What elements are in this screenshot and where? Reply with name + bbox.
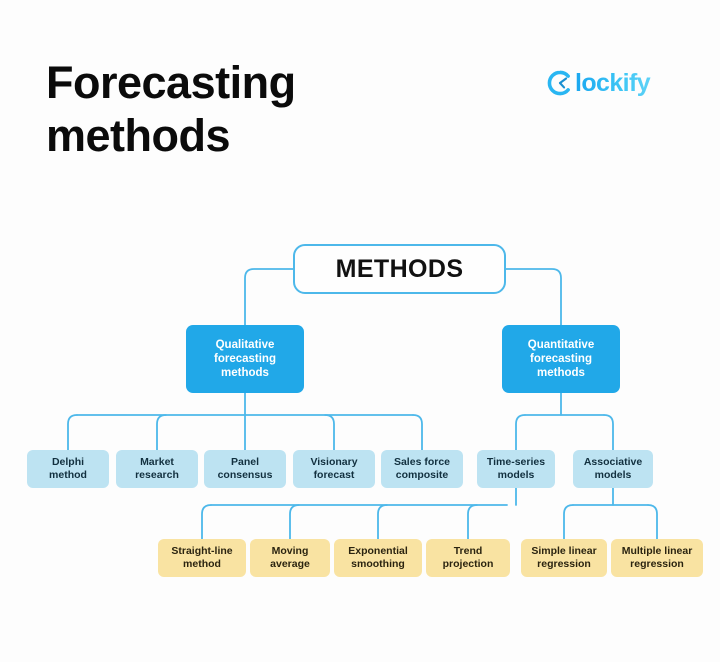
- node-label-exponential: Exponential smoothing: [348, 545, 408, 570]
- node-label-straightline: Straight-line method: [171, 545, 233, 570]
- node-qualitative[interactable]: Qualitative forecasting methods: [186, 325, 304, 393]
- node-label-methods: METHODS: [335, 254, 464, 283]
- node-associative[interactable]: Associative models: [573, 450, 653, 488]
- node-label-moving: Moving average: [270, 545, 310, 570]
- node-label-visionary: Visionary forecast: [310, 456, 358, 481]
- node-multiplelinear[interactable]: Multiple linear regression: [611, 539, 703, 577]
- node-quantitative[interactable]: Quantitative forecasting methods: [502, 325, 620, 393]
- node-label-market: Market research: [135, 456, 179, 481]
- node-moving[interactable]: Moving average: [250, 539, 330, 577]
- brand-name: lockify: [575, 68, 651, 97]
- node-simplelinear[interactable]: Simple linear regression: [521, 539, 607, 577]
- node-exponential[interactable]: Exponential smoothing: [334, 539, 422, 577]
- node-methods[interactable]: METHODS: [293, 244, 506, 294]
- node-salesforce[interactable]: Sales force composite: [381, 450, 463, 488]
- node-label-panel: Panel consensus: [217, 456, 273, 481]
- clockify-c-clock-icon: [547, 70, 570, 96]
- node-delphi[interactable]: Delphi method: [27, 450, 109, 488]
- node-label-multiplelinear: Multiple linear regression: [621, 545, 693, 570]
- node-trend[interactable]: Trend projection: [426, 539, 510, 577]
- node-label-timeseries: Time-series models: [486, 456, 546, 481]
- node-visionary[interactable]: Visionary forecast: [293, 450, 375, 488]
- node-label-associative: Associative models: [583, 456, 643, 481]
- node-label-delphi: Delphi method: [49, 456, 87, 481]
- node-label-simplelinear: Simple linear regression: [531, 545, 597, 570]
- node-market[interactable]: Market research: [116, 450, 198, 488]
- clockify-logo: lockify: [547, 70, 652, 96]
- page-title: Forecasting methods: [46, 57, 296, 162]
- node-label-quantitative: Quantitative forecasting methods: [527, 338, 595, 379]
- node-straightline[interactable]: Straight-line method: [158, 539, 246, 577]
- node-timeseries[interactable]: Time-series models: [477, 450, 555, 488]
- node-label-qualitative: Qualitative forecasting methods: [214, 338, 276, 379]
- node-label-trend: Trend projection: [442, 545, 494, 570]
- node-panel[interactable]: Panel consensus: [204, 450, 286, 488]
- node-label-salesforce: Sales force composite: [393, 456, 451, 481]
